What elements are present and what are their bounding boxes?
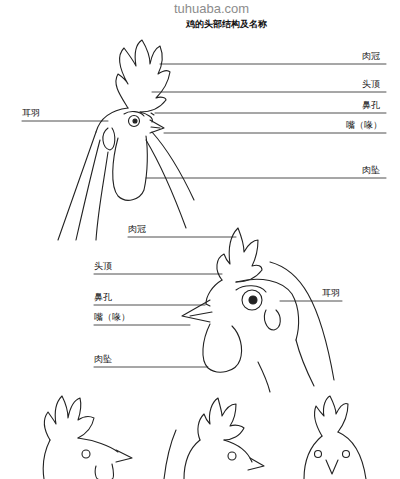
part-name: 头顶 [94,261,112,272]
part-name: 耳羽 [322,288,340,299]
leader-line [164,133,386,134]
beak [248,458,264,470]
rooster-head-small [304,396,366,479]
nostril [151,113,154,115]
leader-line [155,113,386,114]
head-outline [43,438,118,479]
part-name: 嘴（喙） [346,120,382,131]
leader-lines [22,64,386,367]
part-name: 肉冠 [128,224,146,235]
comb [314,396,348,436]
comb [217,228,262,282]
leader-line [94,305,205,306]
beak [326,460,338,474]
eye [315,451,322,458]
head-outline [206,279,299,340]
pupil [133,119,137,123]
wattle [113,136,148,200]
leader-line [94,367,208,368]
part-name: 耳羽 [22,108,40,119]
head-outline [184,440,252,479]
eye [82,450,90,458]
diagram-title: 鸡的头部结构及名称 [186,19,267,30]
comb [44,396,94,440]
comb [116,40,170,112]
wattle [95,464,113,479]
neck-feathers [258,262,334,392]
part-name: 肉冠 [362,51,380,62]
head-outline [96,108,152,132]
leader-line [128,237,236,238]
part-name: 鼻孔 [362,100,380,111]
beak [116,450,132,462]
rooster-head-small [43,396,132,479]
part-name: 嘴（喙） [94,312,130,323]
nostril [206,304,210,306]
watermark: tuhuaba.com [174,1,249,16]
eye [343,451,350,458]
leader-line [152,92,386,93]
beak [150,120,164,133]
part-name: 鼻孔 [94,292,112,303]
wattle [203,324,242,372]
hackle-feathers [58,132,194,240]
eye [129,116,140,127]
head-outline [304,432,366,479]
leader-line [22,121,108,122]
eyebrow [124,112,144,116]
leader-line [94,274,222,275]
neck-feathers [164,430,176,479]
pupil [249,296,257,304]
rooster-head-small [164,398,264,479]
part-name: 肉坠 [94,354,112,365]
part-name: 肉坠 [362,165,380,176]
beak [182,300,212,322]
part-name: 头顶 [362,79,380,90]
eye [242,290,262,310]
leader-line [146,178,386,179]
leader-line [160,64,386,65]
ear-lobe [103,128,115,150]
leader-line [280,301,342,302]
rooster-head [58,40,194,240]
eye [228,452,236,460]
ear-lobe [264,310,280,330]
leader-line [94,325,190,326]
eyebrow [236,286,266,292]
comb [198,398,244,440]
